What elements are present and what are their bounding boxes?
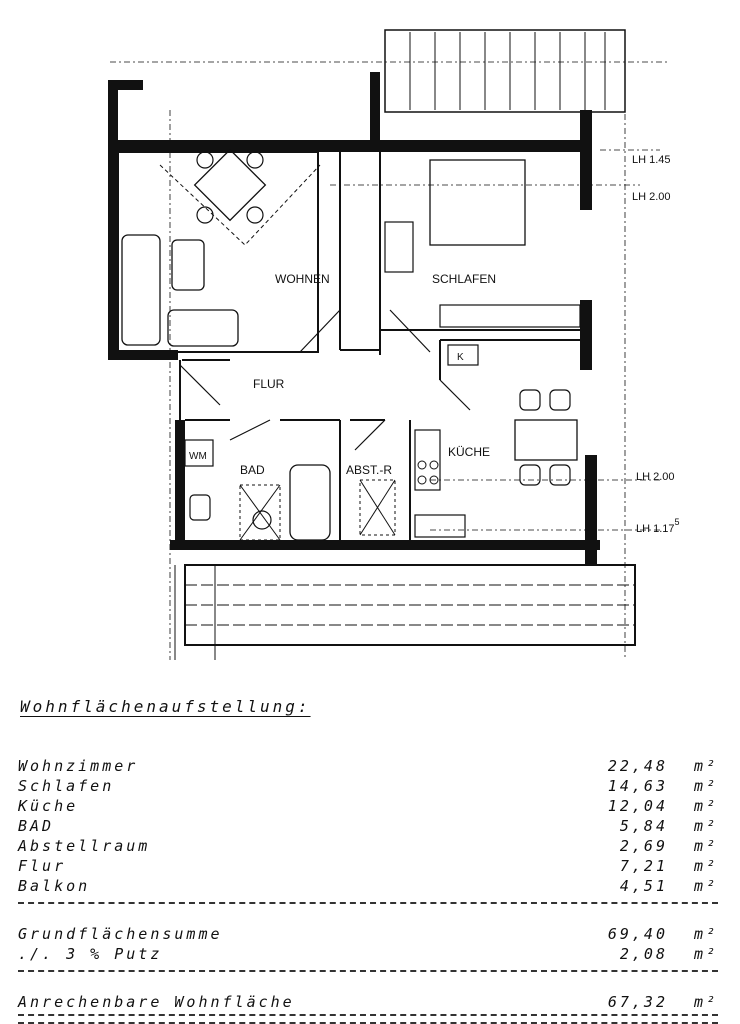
label-k: K — [457, 352, 464, 363]
height-label-lh145: LH 1.45 — [632, 154, 671, 166]
divider — [18, 902, 718, 922]
balcony-top — [384, 29, 626, 113]
floor-plan: WOHNEN SCHLAFEN FLUR BAD ABST.-R KÜCHE W… — [108, 29, 680, 660]
room-label-kueche: KÜCHE — [448, 445, 490, 459]
height-label-lh1175: LH 1.175 — [636, 517, 680, 535]
room-label-flur: FLUR — [253, 377, 285, 391]
room-label-schlafen: SCHLAFEN — [432, 272, 496, 286]
double-divider — [18, 1014, 718, 1024]
area-table-heading: Wohnflächenaufstellung: — [20, 697, 311, 716]
height-label-lh200-top: LH 2.00 — [632, 191, 671, 203]
wall-north-left — [108, 80, 118, 360]
height-label-lh200-kitchen: LH 2.00 — [636, 471, 675, 483]
label-wm: WM — [189, 451, 207, 462]
room-label-bad: BAD — [240, 463, 265, 477]
room-label-abst: ABST.-R — [346, 463, 392, 477]
divider — [18, 970, 718, 990]
room-label-wohnen: WOHNEN — [275, 272, 330, 286]
